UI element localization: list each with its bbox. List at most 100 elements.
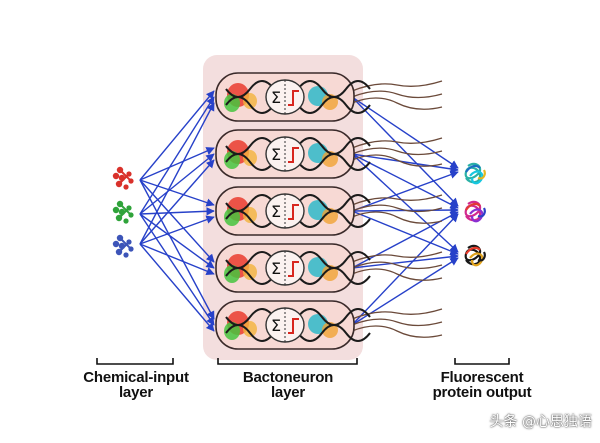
arrow-cell-2-output-2 bbox=[351, 210, 459, 256]
arrow-cell-3-output-2 bbox=[351, 252, 459, 269]
sigma-symbol: Σ bbox=[271, 145, 281, 164]
flagellum bbox=[351, 147, 443, 156]
receptor-yellow bbox=[243, 207, 257, 223]
chemical-molecule-0 bbox=[112, 166, 134, 190]
protein-coil bbox=[477, 169, 486, 180]
flagellum bbox=[351, 194, 443, 206]
arrow-input-2-cell-3 bbox=[139, 243, 215, 276]
receptor-green bbox=[224, 265, 240, 283]
input-bracket bbox=[96, 358, 174, 365]
flagellum bbox=[351, 251, 443, 263]
arrow-input-1-cell-1 bbox=[139, 153, 215, 215]
flagellum bbox=[351, 261, 443, 270]
arrow-input-1-cell-3 bbox=[139, 213, 215, 269]
activation-step bbox=[288, 147, 299, 163]
arrow-input-2-cell-1 bbox=[139, 159, 215, 245]
watermark: 头条 @心思独语 bbox=[489, 414, 592, 430]
arrow-cell-0-output-1 bbox=[351, 96, 459, 207]
output-bracket bbox=[454, 358, 510, 365]
chemical-bond bbox=[118, 173, 130, 185]
protein-coil bbox=[465, 164, 481, 173]
flagellum bbox=[351, 308, 443, 320]
chemical-atom bbox=[112, 240, 120, 248]
arrow-input-2-cell-2 bbox=[139, 215, 215, 245]
chemical-bond bbox=[118, 207, 130, 219]
receptor-yellow bbox=[243, 264, 257, 280]
activation-step bbox=[288, 90, 299, 106]
activation-step bbox=[288, 318, 299, 334]
flagellum bbox=[351, 204, 443, 213]
fluorescent-protein-1 bbox=[464, 200, 486, 223]
receptor-yellow bbox=[243, 321, 257, 337]
chemical-inputs bbox=[112, 166, 134, 258]
arrow-input-1-cell-2 bbox=[139, 207, 215, 216]
input-label-line2: layer bbox=[118, 384, 154, 401]
bacteria-cell-1: Σ bbox=[215, 129, 443, 179]
receptor-green bbox=[224, 322, 240, 340]
activation-step bbox=[288, 261, 299, 277]
chemical-atom bbox=[123, 218, 129, 224]
chemical-atom bbox=[123, 252, 129, 258]
flagellum bbox=[351, 137, 443, 149]
bactoneuron-layer-label: Bactoneuron layer bbox=[213, 370, 363, 400]
flagellum bbox=[351, 90, 443, 99]
arrow-cell-1-output-0 bbox=[351, 153, 459, 174]
arrow-input-0-cell-1 bbox=[139, 147, 215, 181]
receptor-green bbox=[224, 151, 240, 169]
chemical-molecule-1 bbox=[112, 200, 134, 224]
chemical-bond bbox=[119, 237, 132, 250]
chemical-bond bbox=[119, 203, 132, 216]
flagellum bbox=[351, 154, 443, 167]
flagellum bbox=[351, 211, 443, 224]
chemical-atom bbox=[112, 172, 120, 180]
protein-coil bbox=[477, 251, 486, 262]
bacteria-cells: Σ Σ Σ Σ Σ bbox=[215, 72, 443, 350]
bacteria-cell-4: Σ bbox=[215, 300, 443, 350]
arrow-cell-2-output-0 bbox=[351, 170, 459, 212]
chemical-atom bbox=[112, 206, 120, 214]
bact-label-line1: Bactoneuron bbox=[242, 369, 334, 386]
activation-step bbox=[288, 204, 299, 220]
sigma-symbol: Σ bbox=[271, 316, 281, 335]
arrow-cell-0-output-0 bbox=[351, 96, 459, 169]
bactoneuron-bracket bbox=[217, 358, 358, 365]
bacteria-cell-0: Σ bbox=[215, 72, 443, 122]
flagellum bbox=[351, 80, 443, 92]
flagellum bbox=[351, 318, 443, 327]
sigma-symbol: Σ bbox=[271, 259, 281, 278]
chemical-bond bbox=[119, 169, 132, 182]
chemical-input-layer-label: Chemical-input layer bbox=[60, 370, 212, 400]
connection-arrows bbox=[139, 90, 459, 332]
chemical-molecule-2 bbox=[112, 234, 134, 258]
protein-coil bbox=[465, 202, 481, 211]
arrow-input-0-cell-2 bbox=[139, 179, 215, 207]
input-label-line1: Chemical-input bbox=[83, 369, 189, 386]
receptor-green bbox=[224, 208, 240, 226]
protein-coil bbox=[465, 246, 481, 255]
output-label-line2: protein output bbox=[432, 384, 532, 401]
flagellum bbox=[351, 325, 443, 338]
receptor-green bbox=[224, 94, 240, 112]
sigma-symbol: Σ bbox=[271, 88, 281, 107]
arrow-input-2-cell-4 bbox=[139, 243, 215, 332]
bacteria-cell-2: Σ bbox=[215, 186, 443, 236]
sigma-symbol: Σ bbox=[271, 202, 281, 221]
chemical-atom bbox=[123, 184, 129, 190]
bacteria-cell-3: Σ bbox=[215, 243, 443, 293]
output-label-line1: Fluorescent bbox=[440, 369, 524, 386]
fluorescent-protein-2 bbox=[464, 244, 486, 267]
receptor-yellow bbox=[243, 93, 257, 109]
protein-coil bbox=[477, 207, 486, 218]
fluorescent-protein-0 bbox=[464, 162, 486, 185]
arrow-cell-1-output-2 bbox=[351, 153, 459, 253]
receptor-yellow bbox=[243, 150, 257, 166]
chemical-bond bbox=[118, 241, 130, 253]
fluorescent-output-label: Fluorescent protein output bbox=[418, 370, 546, 400]
arrow-input-0-cell-0 bbox=[139, 90, 215, 181]
arrow-cell-4-output-1 bbox=[351, 213, 459, 326]
flagellum bbox=[351, 97, 443, 110]
bact-label-line2: layer bbox=[270, 384, 306, 401]
arrow-input-2-cell-0 bbox=[139, 102, 215, 245]
arrow-input-1-cell-4 bbox=[139, 213, 215, 326]
